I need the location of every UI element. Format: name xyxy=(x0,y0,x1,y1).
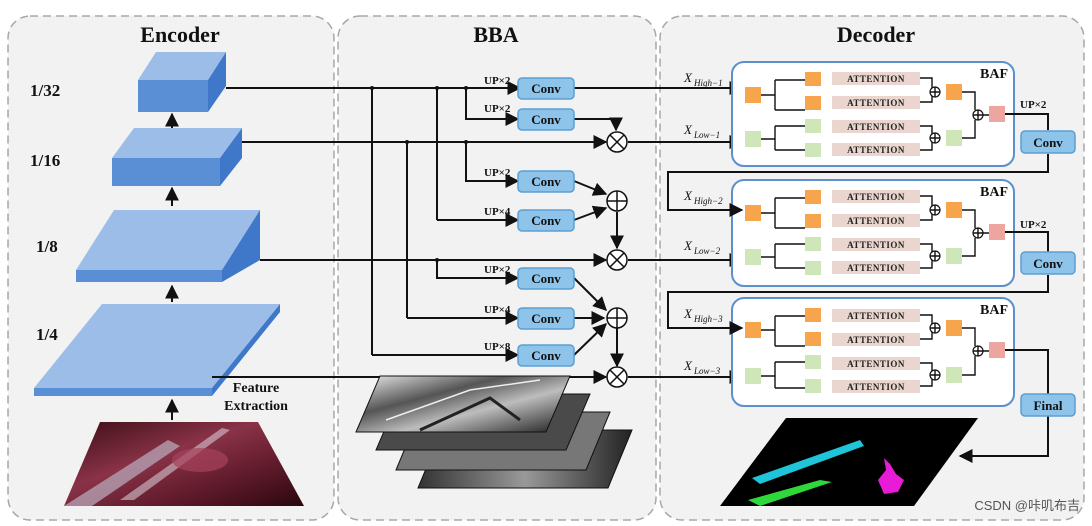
conv-label: Conv xyxy=(1033,135,1063,150)
attention-label: ATTENTION xyxy=(847,240,905,250)
conv-block[interactable]: UP×8 Conv xyxy=(484,341,575,367)
wire-junctions xyxy=(370,86,468,262)
baf-label: BAF xyxy=(980,185,1008,200)
conv-label: Conv xyxy=(531,271,561,286)
multiply-node xyxy=(606,131,628,153)
x-label: X xyxy=(683,238,693,253)
watermark: CSDN @咔叽布吉 xyxy=(974,498,1080,513)
bba-title: BBA xyxy=(473,22,518,47)
decoder-input-labels: X High−1 X Low−1 X High−2 X Low−2 X High… xyxy=(683,70,723,376)
scale-label: 1/32 xyxy=(30,81,60,100)
side-conv-block[interactable]: Conv xyxy=(1020,251,1076,275)
conv-label: Conv xyxy=(531,174,561,189)
attention-label: ATTENTION xyxy=(847,122,905,132)
fused-output-cube xyxy=(989,106,1005,122)
conv-block[interactable]: UP×4 Conv xyxy=(484,206,575,232)
attention-label: ATTENTION xyxy=(847,335,905,345)
conv-label: Conv xyxy=(531,81,561,96)
bba-operators xyxy=(606,131,628,388)
scale-label: 1/16 xyxy=(30,151,60,170)
feature-extraction-label: Feature xyxy=(233,381,279,396)
attention-label: ATTENTION xyxy=(847,192,905,202)
conv-block[interactable]: UP×2 Conv xyxy=(484,167,575,193)
segmentation-output-mask xyxy=(720,418,978,506)
x-subscript: High−3 xyxy=(693,314,723,324)
high-feature-cube xyxy=(745,87,761,103)
attention-label: ATTENTION xyxy=(847,382,905,392)
upsample-label: UP×2 xyxy=(484,103,511,115)
x-subscript: Low−3 xyxy=(693,366,721,376)
baf-block-3: BAF ATTENTION ATTENTION ATTENTION ATTENT… xyxy=(731,297,1015,407)
x-subscript: High−1 xyxy=(693,78,723,88)
multiply-node xyxy=(606,366,628,388)
attention-bar xyxy=(832,72,920,85)
decoder-side-wires xyxy=(667,113,1049,463)
decoder-title: Decoder xyxy=(837,22,915,47)
attention-label: ATTENTION xyxy=(847,74,905,84)
baf-block-1: BAF ATTENTION ATTENTION ATTENTION ATTENT… xyxy=(731,61,1015,167)
boundary-maps-stack xyxy=(355,375,633,489)
encoder-scale-labels: 1/32 1/16 1/8 1/4 xyxy=(30,81,60,344)
conv-block[interactable]: UP×2 Conv xyxy=(484,103,575,131)
conv-block[interactable]: UP×4 Conv xyxy=(484,304,575,330)
bba-conv-blocks: UP×2 Conv UP×2 Conv UP×2 Conv UP×4 Conv … xyxy=(484,75,575,367)
attention-label: ATTENTION xyxy=(847,311,905,321)
feature-slab-1-32 xyxy=(138,52,226,112)
side-upsample-label: UP×2 xyxy=(1020,219,1047,231)
upsample-label: UP×2 xyxy=(484,167,511,179)
conv-label: Conv xyxy=(531,348,561,363)
upsample-label: UP×4 xyxy=(484,304,511,316)
attention-label: ATTENTION xyxy=(847,263,905,273)
conv-block[interactable]: UP×2 Conv xyxy=(484,75,575,100)
upsample-label: UP×4 xyxy=(484,206,511,218)
feature-slab-1-8 xyxy=(76,210,260,282)
x-label: X xyxy=(683,306,693,321)
attention-label: ATTENTION xyxy=(847,98,905,108)
conv-label: Conv xyxy=(1033,256,1063,271)
attention-label: ATTENTION xyxy=(847,216,905,226)
attention-bar xyxy=(832,143,920,156)
feature-slab-1-16 xyxy=(112,128,242,186)
conv-label: Conv xyxy=(531,213,561,228)
input-surgical-image xyxy=(64,422,304,506)
low-feature-cube xyxy=(745,131,761,147)
add-node xyxy=(606,307,628,329)
scale-label: 1/8 xyxy=(36,237,58,256)
upsample-label: UP×2 xyxy=(484,264,511,276)
attention-bar xyxy=(832,120,920,133)
x-subscript: High−2 xyxy=(693,196,723,206)
x-label: X xyxy=(683,70,693,85)
x-label: X xyxy=(683,358,693,373)
attention-label: ATTENTION xyxy=(847,359,905,369)
conv-label: Conv xyxy=(531,311,561,326)
multiply-node xyxy=(606,249,628,271)
final-block[interactable]: Final xyxy=(1020,393,1076,417)
attention-label: ATTENTION xyxy=(847,145,905,155)
baf-block-2: BAF ATTENTION ATTENTION ATTENTION ATTENT… xyxy=(731,179,1015,287)
x-subscript: Low−1 xyxy=(693,130,720,140)
attention-bar xyxy=(832,96,920,109)
x-label: X xyxy=(683,188,693,203)
add-node xyxy=(606,190,628,212)
conv-label: Conv xyxy=(531,112,561,127)
feature-extraction-label: Extraction xyxy=(224,399,288,414)
final-label: Final xyxy=(1034,398,1063,413)
side-upsample-label: UP×2 xyxy=(1020,99,1047,111)
upsample-label: UP×2 xyxy=(484,75,511,87)
baf-label: BAF xyxy=(980,303,1008,318)
x-subscript: Low−2 xyxy=(693,246,721,256)
encoder-title: Encoder xyxy=(140,22,220,47)
conv-block[interactable]: UP×2 Conv xyxy=(484,264,575,290)
upsample-label: UP×8 xyxy=(484,341,511,353)
x-label: X xyxy=(683,122,693,137)
scale-label: 1/4 xyxy=(36,325,58,344)
side-conv-block[interactable]: Conv xyxy=(1020,130,1076,154)
baf-label: BAF xyxy=(980,67,1008,82)
feature-slab-1-4 xyxy=(34,304,280,396)
